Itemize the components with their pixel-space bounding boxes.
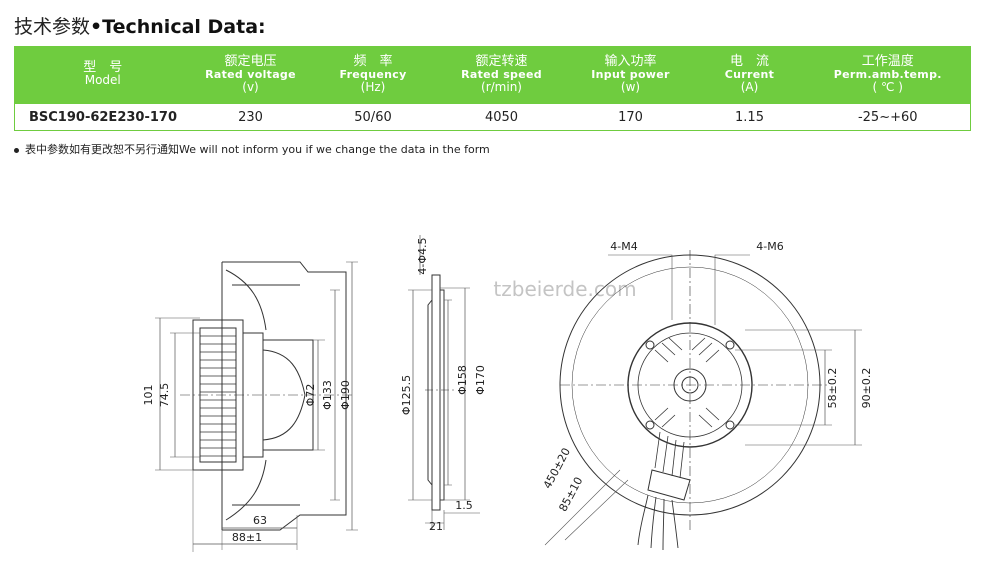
cell-voltage: 230 (190, 103, 311, 131)
dim-63: 63 (253, 514, 267, 527)
bullet-icon (14, 147, 19, 153)
table-row: BSC190-62E230-170 230 50/60 4050 170 1.1… (14, 103, 971, 131)
front-view (544, 250, 862, 551)
title-separator: • (90, 16, 103, 38)
title-english: Technical Data: (102, 16, 266, 38)
dim-1-5: 1.5 (455, 499, 473, 512)
section-view (408, 235, 480, 530)
dim-85: 85±10 (556, 475, 585, 514)
cell-frequency: 50/60 (310, 103, 436, 131)
dim-phi-125: Φ125.5 (400, 375, 413, 415)
dim-phi-158: Φ158 (456, 365, 469, 395)
cell-power: 170 (567, 103, 694, 131)
section-title: 技术参数•Technical Data: (14, 12, 266, 39)
watermark-text: tzbeierde.com (493, 277, 636, 301)
dim-phi-133: Φ133 (321, 380, 334, 410)
disclaimer-note: 表中参数如有更改恕不另行通知We will not inform you if … (14, 141, 490, 157)
title-chinese: 技术参数 (14, 16, 91, 38)
label-4-m6: 4-M6 (756, 240, 783, 253)
dim-90: 90±0.2 (860, 368, 873, 409)
label-4-m4: 4-M4 (610, 240, 637, 253)
cell-temperature: -25~+60 (805, 103, 971, 131)
dim-88: 88±1 (232, 531, 262, 544)
dim-58: 58±0.2 (826, 368, 839, 409)
note-text: 表中参数如有更改恕不另行通知We will not inform you if … (25, 143, 490, 156)
cell-speed: 4050 (435, 103, 568, 131)
dim-phi-170: Φ170 (474, 365, 487, 395)
cell-current: 1.15 (693, 103, 806, 131)
dim-101: 101 (142, 385, 155, 406)
dim-21: 21 (429, 520, 443, 533)
dim-phi-72: Φ72 (304, 384, 317, 407)
dim-hole: 4-Φ4.5 (416, 237, 429, 274)
dim-74-5: 74.5 (158, 383, 171, 408)
side-view (155, 261, 358, 552)
cell-model: BSC190-62E230-170 (14, 103, 191, 131)
dim-phi-190: Φ190 (339, 380, 352, 410)
